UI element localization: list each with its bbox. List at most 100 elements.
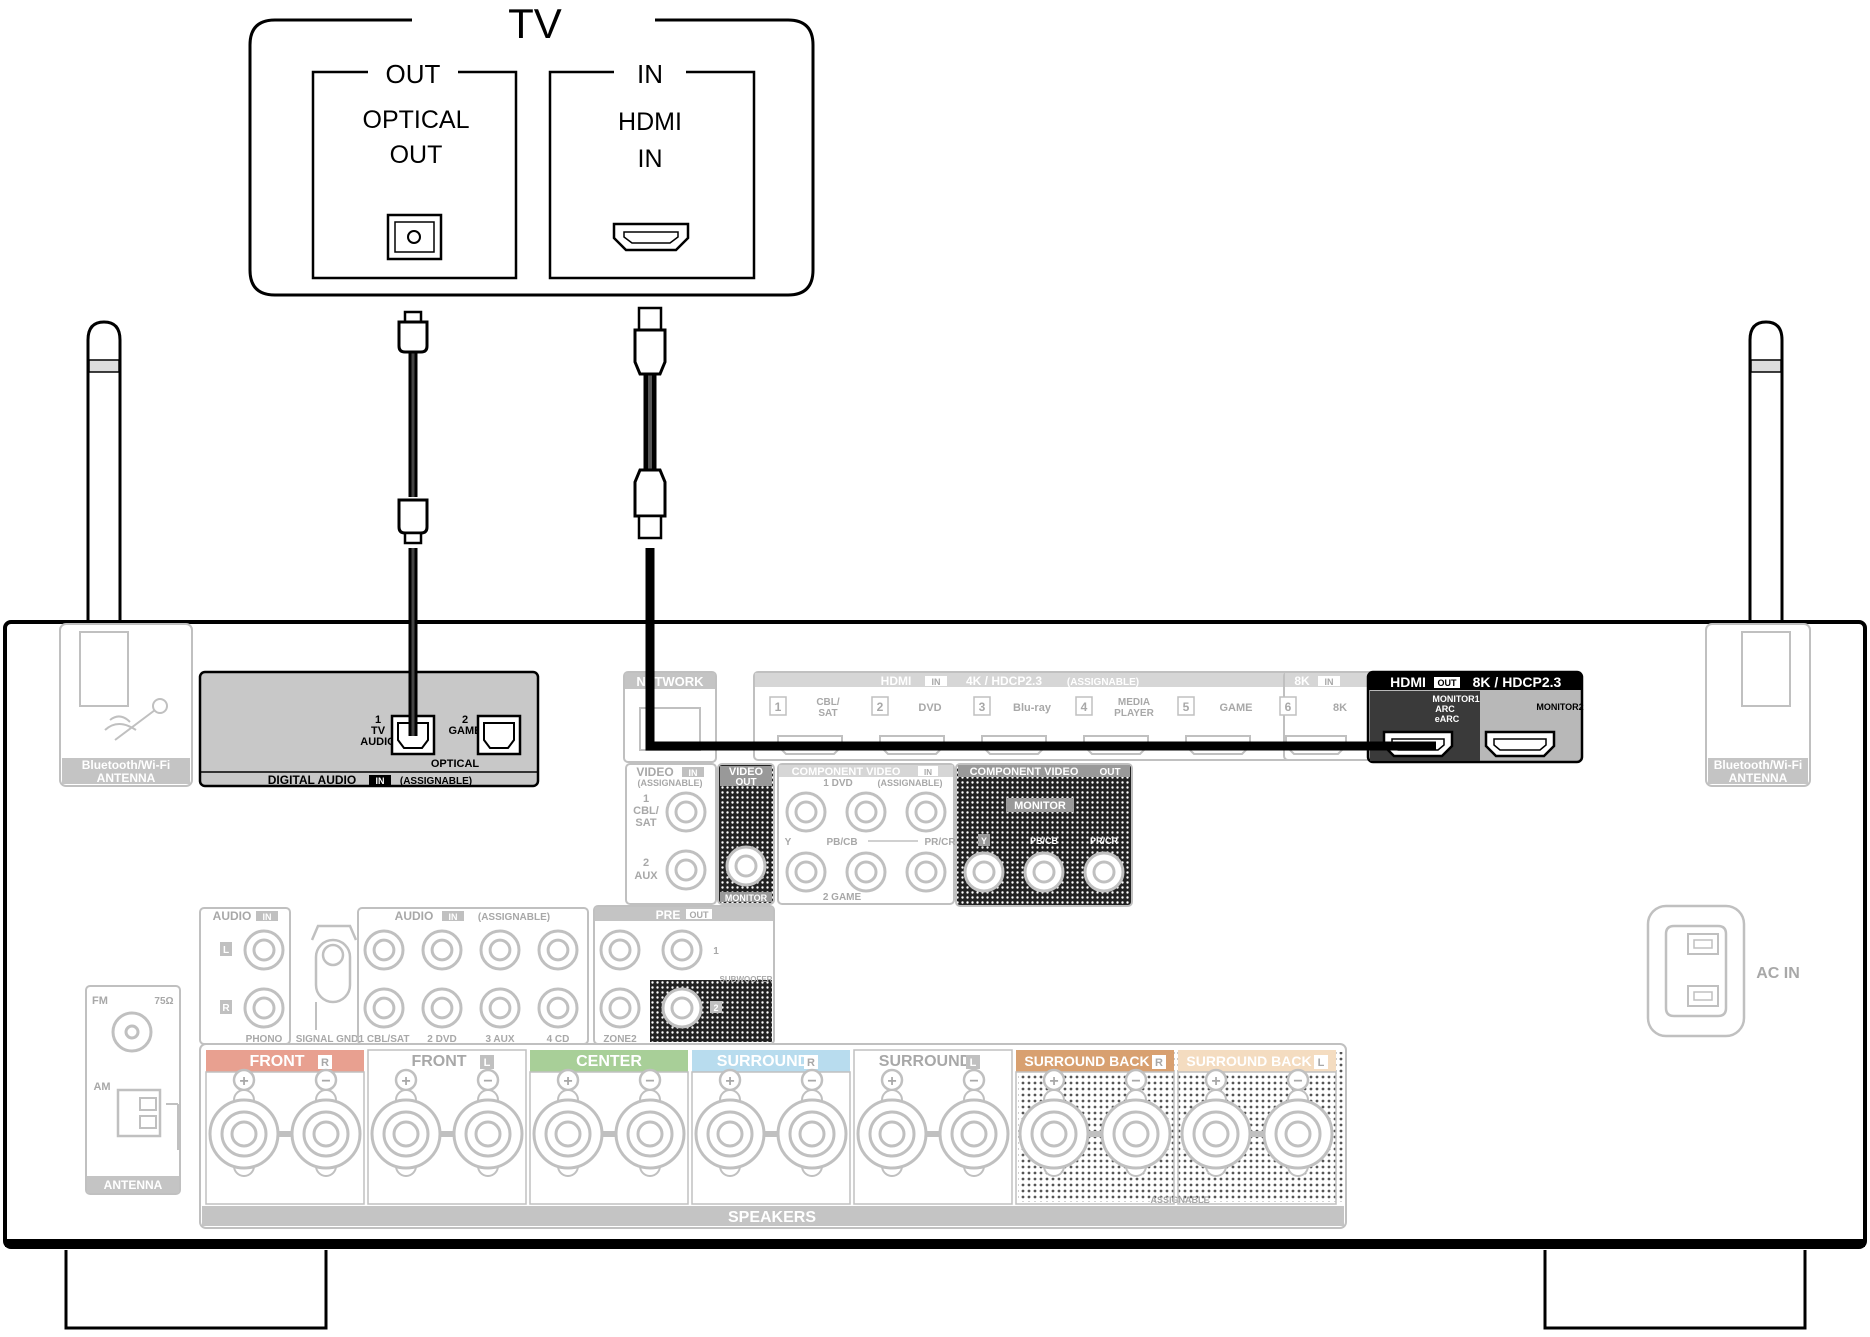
rca-jack-icon xyxy=(665,849,707,891)
speaker-group-name: CENTER xyxy=(576,1053,642,1070)
speaker-terminal-minus-icon: − xyxy=(1100,1068,1172,1177)
speakers-assignable: ASSIGNABLE xyxy=(1150,1195,1209,1205)
fm-label: FM xyxy=(92,995,108,1007)
speaker-terminal-minus-icon: − xyxy=(290,1068,362,1177)
rca-jack-icon xyxy=(537,987,579,1029)
hdmi-in-port-name: GAME xyxy=(1220,702,1253,714)
hdmi-in-header-tag: IN xyxy=(932,677,941,687)
video-in-port2-num: 2 xyxy=(643,857,649,869)
rca-jack-icon xyxy=(845,851,887,893)
audio-assign-col-label: 3 AUX xyxy=(485,1034,514,1045)
audio-assign-column: 2 DVD xyxy=(421,929,463,1045)
left-antenna-base: Bluetooth/Wi-Fi ANTENNA xyxy=(59,623,193,787)
rca-jack-icon xyxy=(243,929,285,971)
component-in-header: COMPONENT VIDEO xyxy=(792,766,901,778)
component-in-pb: PB/CB xyxy=(826,837,857,848)
audio-assign-header: AUDIO xyxy=(395,909,434,923)
tv-in-box xyxy=(548,70,756,280)
rca-jack-icon xyxy=(661,987,703,1029)
speaker-group-side: R xyxy=(807,1057,815,1069)
pre-out-sub2: 2 xyxy=(713,1003,718,1013)
digital-jack1-num: 1 xyxy=(375,714,381,726)
video-in-port1-line1: CBL/ xyxy=(633,805,659,817)
audio-assign-column: 1 CBL/SAT xyxy=(359,929,409,1045)
hdmi-8k-port-name: 8K xyxy=(1333,702,1347,714)
audio-in-tag: IN xyxy=(263,912,272,922)
speaker-terminal-plus-icon: + xyxy=(370,1068,442,1177)
speaker-group-name: FRONT xyxy=(411,1053,466,1070)
pre-out-tag: OUT xyxy=(690,910,710,920)
speaker-group-name: SURROUND BACK xyxy=(1024,1053,1149,1069)
video-in-note: (ASSIGNABLE) xyxy=(638,778,703,788)
audio-assign-note: (ASSIGNABLE) xyxy=(478,912,550,923)
right-antenna-label-2: ANTENNA xyxy=(1729,771,1788,785)
rca-jack-icon xyxy=(725,845,767,887)
digital-audio-panel: 1 TV AUDIO 2 GAME OPTICAL DIGITAL AUDIO … xyxy=(198,670,540,788)
speaker-plus-sign: + xyxy=(401,1073,410,1090)
digital-optical-label: OPTICAL xyxy=(431,758,480,770)
audio-in-panel: AUDIO IN L R PHONO xyxy=(199,907,291,1045)
rca-jack-icon xyxy=(1083,851,1125,893)
speaker-group-side: L xyxy=(970,1057,977,1069)
speaker-group: CENTER+− xyxy=(529,1050,689,1205)
left-antenna xyxy=(86,320,122,630)
hdmi-in-port-num: 3 xyxy=(979,700,986,714)
ac-in-label: AC IN xyxy=(1756,965,1800,982)
component-in-row1: 1 DVD xyxy=(823,778,852,789)
audio-in-header: AUDIO xyxy=(213,909,252,923)
speaker-terminal-minus-icon: − xyxy=(614,1068,686,1177)
rca-jack-icon xyxy=(421,929,463,971)
speaker-group-side: L xyxy=(1318,1057,1325,1069)
hdmi-in-port-name-line2: PLAYER xyxy=(1114,708,1154,719)
tv-hdmi-port-icon xyxy=(612,222,690,252)
video-in-port1-num: 1 xyxy=(643,793,649,805)
hdmi-cable xyxy=(633,306,1436,751)
fm-ohm: 75Ω xyxy=(154,996,173,1007)
speaker-minus-sign: − xyxy=(807,1073,816,1090)
speaker-terminal-plus-icon: + xyxy=(1018,1068,1090,1177)
left-antenna-label-1: Bluetooth/Wi-Fi xyxy=(82,758,171,772)
right-antenna xyxy=(1748,320,1784,630)
optical-cable xyxy=(397,310,429,736)
hdmi-out-header-tag: OUT xyxy=(1438,678,1458,688)
component-out-panel: COMPONENT VIDEO OUT MONITOR Y PB/CB PR/C… xyxy=(955,763,1133,907)
am-label: AM xyxy=(93,1081,110,1093)
signal-gnd-terminal: SIGNAL GND xyxy=(296,924,358,1045)
speaker-group-name: FRONT xyxy=(249,1053,304,1070)
pre-out-subwoofer: SUBWOOFER xyxy=(720,975,773,984)
video-out-header: VIDEO xyxy=(729,766,764,778)
hdmi-out-header-prefix: HDMI xyxy=(1390,674,1426,690)
hdmi-in-port-name: DVD xyxy=(918,702,941,714)
speaker-group-name: SURROUND xyxy=(717,1053,809,1070)
digital-jack1-line1: TV xyxy=(371,725,386,737)
digital-jack2-num: 2 xyxy=(462,714,468,726)
rca-jack-icon xyxy=(363,929,405,971)
component-in-tag: IN xyxy=(924,768,932,777)
rca-jack-icon xyxy=(1023,851,1065,893)
digital-footer-suffix: (ASSIGNABLE) xyxy=(400,776,472,787)
component-out-y: Y xyxy=(981,836,987,846)
tv-title: TV xyxy=(508,0,562,47)
speaker-terminal-minus-icon: − xyxy=(1262,1068,1334,1177)
hdmi-8k-header: 8K xyxy=(1294,674,1310,688)
speaker-group-side: R xyxy=(1155,1057,1163,1069)
audio-in-phono: PHONO xyxy=(246,1034,283,1045)
hdmi-8k-tag: IN xyxy=(1325,677,1334,687)
speaker-minus-sign: − xyxy=(969,1073,978,1090)
audio-assign-column: 4 CD xyxy=(537,929,579,1045)
antenna-symbol-icon xyxy=(104,709,156,741)
hdmi-in-port-name: Blu-ray xyxy=(1013,702,1052,714)
hdmi-in-header-prefix: HDMI xyxy=(881,674,912,688)
tv-out-line1: OPTICAL xyxy=(363,106,470,134)
audio-in-r: R xyxy=(222,1003,230,1014)
audio-assign-columns: 1 CBL/SAT 2 DVD 3 AUX 4 CD xyxy=(359,929,579,1045)
video-out-panel: VIDEO OUT MONITOR xyxy=(717,763,775,905)
video-in-tag: IN xyxy=(689,768,698,778)
speaker-minus-sign: − xyxy=(645,1073,654,1090)
